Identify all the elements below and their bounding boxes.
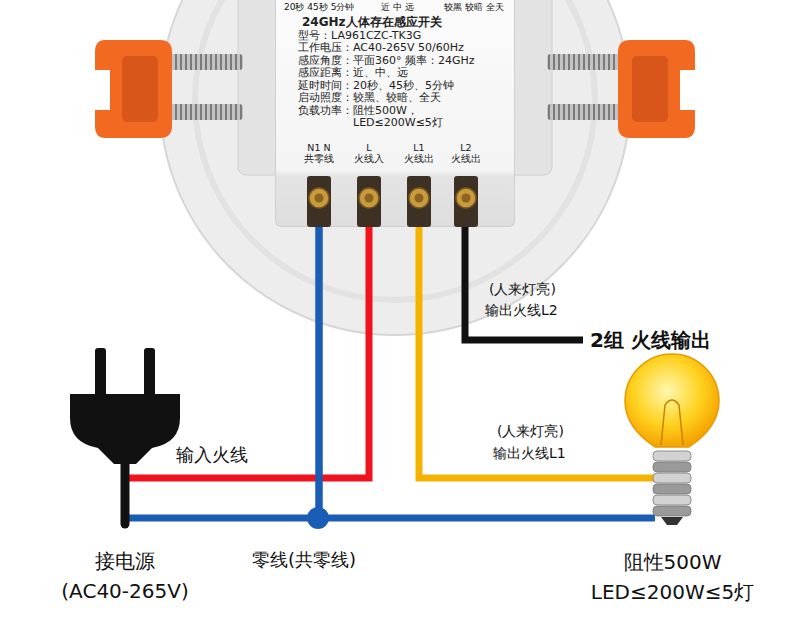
spec-text: 型号：LA961CZC-TK3G: [298, 30, 514, 43]
spring-clip: [547, 40, 695, 138]
screw-head: [456, 188, 476, 208]
wire-path: [319, 227, 625, 518]
terminal-label: L2: [443, 142, 489, 153]
bulb-filament: [661, 400, 683, 445]
screw-head: [409, 188, 429, 208]
bulb-base: [653, 462, 691, 472]
plug-body: [70, 394, 180, 464]
bulb-base: [653, 484, 691, 494]
power-plug: 接电源(AC40-265V): [62, 348, 188, 466]
knob-label: 较黑 较暗 全天: [444, 1, 504, 14]
label-box: (人来灯亮): [489, 279, 556, 299]
terminal-recess: [357, 176, 381, 227]
terminal-label: L: [346, 142, 392, 153]
plug-prong: [144, 348, 155, 400]
label-box: 较黑 较暗 全天: [444, 1, 504, 14]
spec-text: 延时时间：20秒、45秒、5分钟: [298, 80, 514, 93]
spec-text: LED≤200W≤5灯: [298, 117, 514, 130]
spring-clip: [95, 40, 243, 138]
knob-label: 近 中 远: [381, 1, 414, 14]
caption-text: 阻性500W: [545, 547, 790, 577]
spec-text: 感应距离：近、中、远: [298, 67, 514, 80]
node-caption: 阻性500WLED≤200W≤5灯: [545, 547, 790, 607]
terminal-label: N1 N: [296, 142, 342, 153]
label-box: 输出火线L2: [485, 300, 558, 320]
plug-prong: [95, 348, 106, 400]
screw-slot: [365, 194, 374, 203]
junction-dot: [307, 507, 329, 529]
screw-head: [359, 188, 379, 208]
screw-slot: [315, 194, 324, 203]
wire-path: [419, 227, 625, 478]
wire-stub: [625, 475, 655, 482]
bulb-symbol: [625, 355, 720, 525]
label-box: (人来灯亮): [497, 421, 564, 441]
spec-text: 工作电压：AC40-265V 50/60Hz: [298, 42, 514, 55]
terminal-label: L1: [396, 142, 442, 153]
spring: [165, 54, 243, 70]
spring: [165, 104, 243, 120]
screw-slot: [415, 194, 424, 203]
terminal-block: L1火线出: [396, 142, 442, 227]
bulb-base: [653, 451, 691, 461]
wire-label: 输入火线: [176, 442, 248, 467]
terminal-block: L火线入: [346, 142, 392, 227]
bulb-tip: [661, 517, 683, 525]
wire-label: 输出火线L1: [493, 443, 566, 463]
wire-path: [125, 227, 319, 518]
label-box: 20秒 45秒 5分钟: [284, 1, 354, 14]
wire-label: 2组 火线输出: [590, 326, 711, 354]
wire-label: (人来灯亮): [497, 421, 564, 441]
label-box: 近 中 远: [381, 1, 414, 14]
knob-label: 20秒 45秒 5分钟: [284, 1, 354, 14]
terminal-label: 共零线: [296, 153, 342, 164]
terminal-label: 火线出: [396, 153, 442, 164]
clip-inset: [122, 56, 158, 122]
terminal-label: 火线入: [346, 153, 392, 164]
bulb-base: [653, 473, 691, 483]
bulb-glass: [625, 354, 719, 447]
sensor-disk: [160, 0, 630, 335]
label-panel: 24GHz人体存在感应开关型号：LA961CZC-TK3G工作电压：AC40-2…: [275, 0, 515, 227]
terminal-recess: [307, 176, 331, 227]
terminal-block: L2火线出: [443, 142, 489, 227]
clip-body: [95, 40, 172, 138]
label-box: 零线(共零线): [252, 547, 356, 572]
label-box: 输入火线: [176, 442, 248, 467]
sensor-ring: [195, 0, 595, 300]
terminal-recess: [407, 176, 431, 227]
spec-text: 负载功率：阻性500W，: [298, 105, 514, 118]
label-box: 2组 火线输出: [590, 326, 711, 354]
wire-label: 输出火线L2: [485, 300, 558, 320]
light-bulb: 阻性500WLED≤200W≤5灯: [625, 355, 720, 525]
wire-connector: [125, 227, 319, 518]
wire-connector: [419, 227, 625, 478]
wire-stub: [625, 515, 655, 522]
caption-text: (AC40-265V): [15, 576, 235, 606]
wire-connector: [319, 227, 625, 518]
plug-cord: [121, 455, 130, 524]
caption-text: 接电源: [15, 546, 235, 576]
wire-label: (人来灯亮): [489, 279, 556, 299]
caption-text: LED≤200W≤5灯: [545, 577, 790, 607]
black-wire: [465, 227, 583, 340]
screw-head: [309, 188, 329, 208]
bulb-base: [653, 506, 691, 516]
screw-slot: [462, 194, 471, 203]
wire-label: 零线(共零线): [252, 547, 356, 572]
spec-text: 感应角度：平面360° 频率：24GHz: [298, 55, 514, 68]
node-caption: 接电源(AC40-265V): [15, 546, 235, 606]
terminal-recess: [454, 176, 478, 227]
spec-text: 启动照度：较黑、较暗、全天: [298, 92, 514, 105]
terminal-label: 火线出: [443, 153, 489, 164]
bulb-base: [653, 495, 691, 505]
terminal-block: N1 N共零线: [296, 142, 342, 227]
label-box: 输出火线L1: [493, 443, 566, 463]
plug-symbol: [62, 348, 188, 466]
spec-text: 24GHz人体存在感应开关: [302, 16, 514, 29]
